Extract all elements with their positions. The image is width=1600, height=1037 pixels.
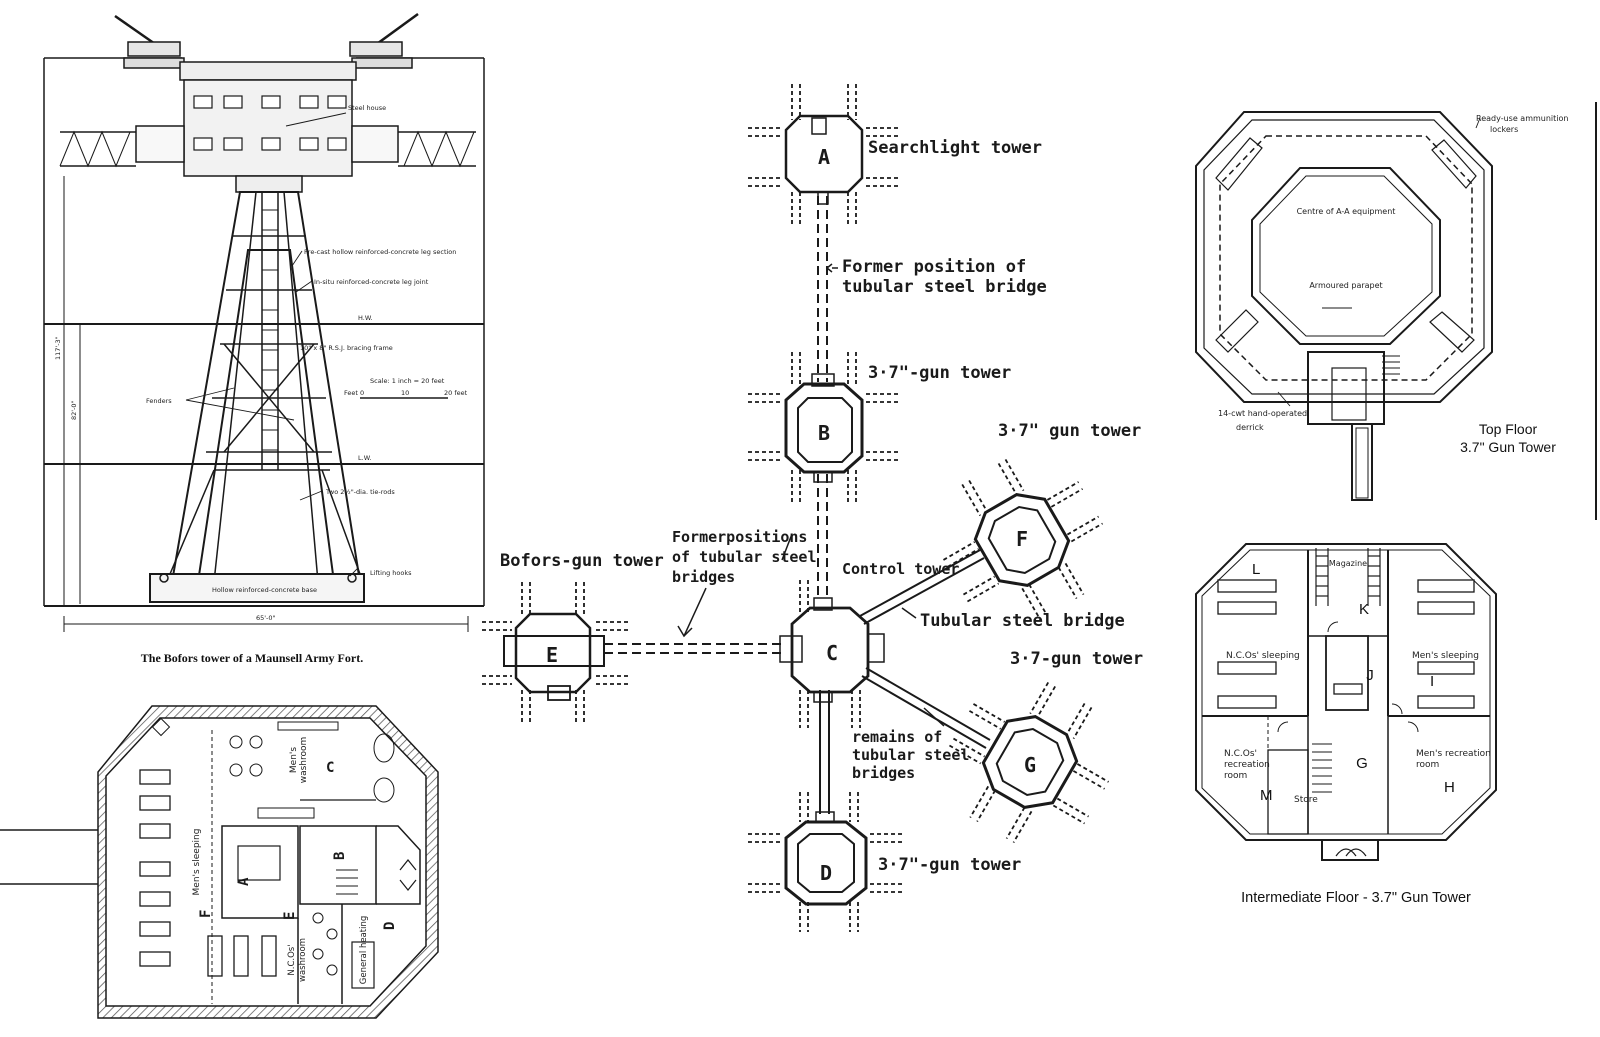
elevation-labels: Steel house Pre-cast hollow reinforced-c… [54, 104, 468, 665]
room-ncos-sleeping: N.C.Os' sleeping [1226, 651, 1300, 661]
label-lifting-hooks: Lifting hooks [370, 569, 412, 577]
tower-c [779, 580, 885, 728]
tower-d-label: 3·7"-gun tower [878, 855, 1021, 875]
label-tie-rods: Two 2½"-dia. tie-rods [325, 488, 395, 496]
label-width: 65'-0" [256, 614, 276, 622]
room-magazine: Magazine [1329, 559, 1367, 568]
tower-b-letter: B [818, 421, 830, 445]
top-floor-labels: Ready-use ammunition lockers Centre of A… [1218, 114, 1568, 455]
note-former-bridge-line2: tubular steel bridge [842, 277, 1047, 297]
label-bracing-frame: 10" x 8" R.S.J. bracing frame [300, 344, 393, 352]
tower-c-label: Control tower [842, 560, 959, 578]
label-derrick-line2: derrick [1236, 423, 1264, 432]
bofors-tower-elevation [43, 12, 485, 632]
tower-g [949, 682, 1109, 843]
room-b: B [332, 852, 348, 860]
top-floor-plan [1195, 102, 1597, 520]
label-lockers-line1: Ready-use ammunition [1476, 114, 1568, 123]
tower-g-label: 3·7-gun tower [1010, 649, 1143, 669]
tower-f-label: 3·7" gun tower [998, 421, 1141, 441]
note-remains-line3: bridges [852, 764, 915, 782]
note-tubular-bridge: Tubular steel bridge [920, 611, 1125, 631]
label-scale-10: 10 [401, 389, 409, 397]
room-i: I [1430, 673, 1434, 690]
room-ncos-recreation-line3: room [1224, 771, 1247, 781]
label-low-water: L.W. [358, 454, 371, 462]
room-k: K [1359, 601, 1369, 618]
room-l: L [1252, 561, 1260, 578]
tower-e-letter: E [546, 643, 558, 667]
label-fenders: Fenders [146, 397, 172, 405]
room-general-heating: General heating [359, 916, 369, 985]
note-former-positions-line1: Formerpositions [672, 528, 807, 546]
fort-layout-plan [482, 84, 1109, 932]
top-floor-caption-line2: 3.7" Gun Tower [1460, 439, 1556, 455]
fort-layout-labels: A Searchlight tower B 3·7"-gun tower C C… [500, 138, 1143, 885]
note-remains-line1: remains of [852, 728, 942, 746]
room-ncos-washroom-2: washroom [298, 938, 308, 982]
room-mens-recreation-line1: Men's recreation [1416, 749, 1491, 759]
room-ncos-washroom-1: N.C.Os' [287, 944, 297, 975]
room-h: H [1444, 779, 1455, 796]
tower-g-letter: G [1024, 753, 1036, 777]
room-mens-sleeping: Men's sleeping [1412, 651, 1479, 661]
label-height-total: 117'-3" [54, 336, 62, 360]
room-ncos-recreation-line1: N.C.Os' [1224, 749, 1257, 759]
label-base: Hollow reinforced-concrete base [212, 586, 317, 594]
label-lockers-line2: lockers [1490, 125, 1518, 134]
intermediate-floor-caption: Intermediate Floor - 3.7" Gun Tower [1241, 890, 1471, 906]
tower-e-label: Bofors-gun tower [500, 551, 664, 571]
intermediate-floor-plan [1195, 543, 1497, 861]
room-a: A [236, 877, 252, 886]
bofors-floor-plan [0, 705, 439, 1019]
label-derrick-line1: 14-cwt hand-operated [1218, 409, 1307, 418]
room-mens-sleeping: Men's sleeping [192, 829, 202, 896]
tower-a [748, 84, 900, 226]
label-scale: Scale: 1 inch = 20 feet [370, 377, 445, 385]
room-mens-recreation-line2: room [1416, 760, 1439, 770]
label-steel-house: Steel house [348, 104, 386, 112]
room-store: Store [1294, 795, 1318, 805]
label-high-water: H.W. [358, 314, 373, 322]
elevation-caption: The Bofors tower of a Maunsell Army Fort… [141, 651, 363, 665]
label-height-mid: 82'-0" [70, 400, 78, 420]
tower-f-letter: F [1016, 527, 1028, 551]
room-j: J [1366, 667, 1374, 684]
room-f: F [198, 910, 214, 918]
top-floor-caption-line1: Top Floor [1479, 421, 1538, 437]
tower-a-label: Searchlight tower [868, 138, 1042, 158]
bofors-floor-labels: Men's washroom C Men's sleeping A B F E … [192, 737, 398, 985]
tower-c-letter: C [826, 641, 838, 665]
tower-d [748, 792, 904, 932]
tower-b-label: 3·7"-gun tower [868, 363, 1011, 383]
label-leg-joint: In-situ reinforced-concrete leg joint [314, 278, 429, 286]
room-m: M [1260, 787, 1273, 804]
room-mens-washroom-2: washroom [299, 737, 309, 784]
note-former-bridge-line1: Former position of [842, 257, 1026, 277]
label-aa-equipment: Centre of A-A equipment [1297, 207, 1396, 216]
room-e: E [282, 912, 298, 920]
room-g: G [1356, 755, 1368, 772]
room-d: D [382, 922, 398, 930]
room-c: C [326, 760, 334, 776]
room-mens-washroom-1: Men's [289, 747, 299, 773]
tower-e [482, 582, 628, 722]
note-former-positions-line3: bridges [672, 568, 735, 586]
label-armoured-parapet: Armoured parapet [1309, 281, 1382, 290]
tower-f [943, 459, 1103, 620]
room-ncos-recreation-line2: recreation [1224, 760, 1270, 770]
label-scale-feet: Feet 0 [344, 389, 364, 397]
label-scale-20: 20 feet [444, 389, 468, 397]
intermediate-floor-labels: L Magazine K J I N.C.Os' sleeping Men's … [1224, 559, 1491, 906]
tower-d-letter: D [820, 861, 832, 885]
tower-b [748, 352, 900, 504]
note-remains-line2: tubular steel [852, 746, 969, 764]
note-former-positions-line2: of tubular steel [672, 548, 817, 566]
tower-a-letter: A [818, 145, 830, 169]
label-leg-section: Pre-cast hollow reinforced-concrete leg … [304, 248, 456, 256]
